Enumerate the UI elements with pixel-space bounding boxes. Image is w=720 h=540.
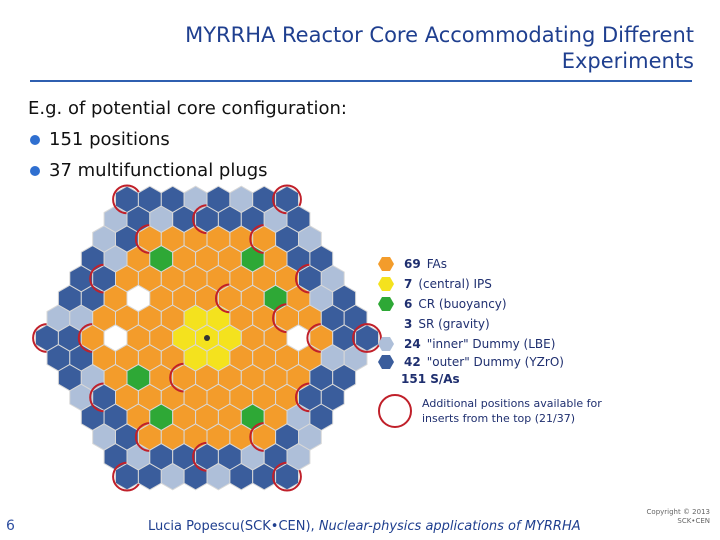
legend-label: FAs — [426, 257, 447, 271]
legend-item: 7 (central) IPS — [378, 274, 578, 294]
copyright: Copyright © 2013 SCK•CEN — [647, 508, 710, 526]
intro-text: E.g. of potential core configuration: — [28, 98, 347, 119]
footer-author: Lucia Popescu(SCK•CEN), — [148, 519, 315, 534]
legend-hex-icon — [378, 257, 394, 271]
legend-count: 6 — [404, 297, 413, 311]
legend-count: 42 — [404, 355, 421, 369]
legend-hex-icon — [378, 337, 394, 351]
legend-item: 69 FAs — [378, 254, 578, 274]
copyright-line: Copyright © 2013 — [646, 508, 710, 516]
legend-item: 6 CR (buoyancy) — [378, 294, 578, 314]
extra-positions-note: Additional positions available for inser… — [378, 394, 602, 428]
legend-label: CR (buoyancy) — [418, 297, 507, 311]
legend-item: 3 SR (gravity) — [378, 314, 578, 334]
copyright-line: SCK•CEN — [677, 517, 710, 525]
legend-hex-icon — [378, 297, 394, 311]
legend-label: "outer" Dummy (YZrO) — [426, 355, 564, 369]
core-center-marker — [204, 335, 210, 341]
slide-title: MYRRHA Reactor Core Accommodating Differ… — [185, 23, 694, 73]
extra-positions-text: Additional positions available for inser… — [422, 397, 602, 425]
legend-hex-icon — [378, 317, 394, 331]
bullet-text: 37 multifunctional plugs — [49, 160, 268, 181]
legend-total: 151 S/As — [401, 372, 460, 386]
legend-count: 7 — [404, 277, 413, 291]
legend-item: 42 "outer" Dummy (YZrO) — [378, 352, 578, 372]
bullet-dot-icon — [30, 165, 40, 176]
legend-count: 24 — [404, 337, 421, 351]
legend-count: 3 — [404, 317, 413, 331]
insert-position-ring — [352, 323, 382, 353]
title-divider — [30, 80, 692, 82]
bullet-dot-icon — [30, 134, 40, 145]
bullet-text: 151 positions — [49, 129, 170, 150]
legend-hex-icon — [378, 355, 394, 369]
legend-label: SR (gravity) — [418, 317, 490, 331]
legend-hex-icon — [378, 277, 394, 291]
red-ring-icon — [378, 394, 412, 428]
bullet-item: 151 positions — [28, 124, 347, 155]
legend-label: (central) IPS — [418, 277, 492, 291]
slide-body: E.g. of potential core configuration: 15… — [28, 93, 347, 186]
legend-label: "inner" Dummy (LBE) — [426, 337, 556, 351]
footer: Lucia Popescu(SCK•CEN), Nuclear-physics … — [148, 519, 581, 534]
bullet-item: 37 multifunctional plugs — [28, 155, 347, 186]
footer-title: Nuclear-physics applications of MYRRHA — [318, 519, 581, 534]
legend-item: 24 "inner" Dummy (LBE) — [378, 334, 578, 354]
page-number: 6 — [6, 518, 15, 534]
legend-count: 69 — [404, 257, 421, 271]
